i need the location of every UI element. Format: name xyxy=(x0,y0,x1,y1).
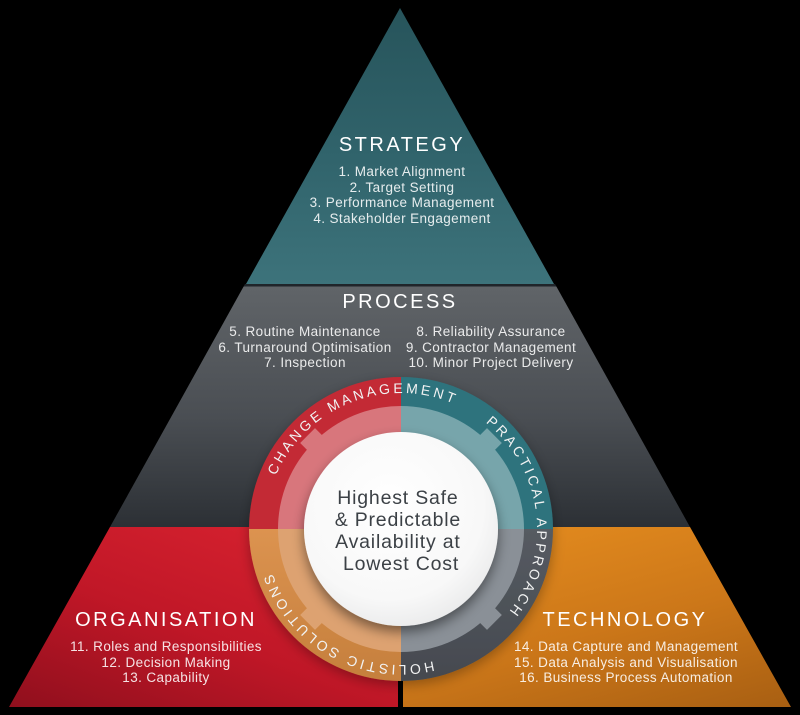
list-item: 9. Contractor Management xyxy=(405,339,577,355)
process-items-left: 5. Routine Maintenance 6. Turnaround Opt… xyxy=(218,324,391,371)
list-item: 5. Routine Maintenance xyxy=(229,324,381,339)
list-item: 12. Decision Making xyxy=(101,654,231,670)
list-item: 10. Minor Project Delivery xyxy=(408,355,574,370)
organisation-items: 11. Roles and Responsibilities 12. Decis… xyxy=(70,639,262,686)
organisation-title: ORGANISATION xyxy=(75,609,257,631)
list-item: 15. Data Analysis and Visualisation xyxy=(514,654,738,670)
list-item: 6. Turnaround Optimisation xyxy=(218,339,392,355)
list-item: 13. Capability xyxy=(122,670,210,685)
list-item: 11. Roles and Responsibilities xyxy=(70,639,262,654)
list-item: 7. Inspection xyxy=(264,355,346,370)
center-statement-line: Availability at xyxy=(335,531,460,553)
technology-items: 14. Data Capture and Management 15. Data… xyxy=(514,639,738,686)
center-statement-line: & Predictable xyxy=(335,509,461,531)
strategy-items: 1. Market Alignment 2. Target Setting 3.… xyxy=(310,164,495,226)
center-statement-line: Lowest Cost xyxy=(343,553,459,575)
center-statement-line: Highest Safe xyxy=(337,487,458,509)
list-item: 3. Performance Management xyxy=(309,195,495,210)
center-circle xyxy=(304,432,498,626)
list-item: 8. Reliability Assurance xyxy=(416,324,566,339)
process-title: PROCESS xyxy=(342,291,458,313)
center-statement: Highest Safe & Predictable Availability … xyxy=(335,487,468,575)
list-item: 16. Business Process Automation xyxy=(519,670,733,685)
strategy-title: STRATEGY xyxy=(338,134,466,156)
list-item: 4. Stakeholder Engagement xyxy=(313,210,491,226)
list-item: 14. Data Capture and Management xyxy=(513,639,739,654)
list-item: 1. Market Alignment xyxy=(338,164,466,179)
process-items-right: 8. Reliability Assurance 9. Contractor M… xyxy=(406,324,576,371)
technology-title: TECHNOLOGY xyxy=(542,609,708,631)
list-item: 2. Target Setting xyxy=(349,179,455,195)
